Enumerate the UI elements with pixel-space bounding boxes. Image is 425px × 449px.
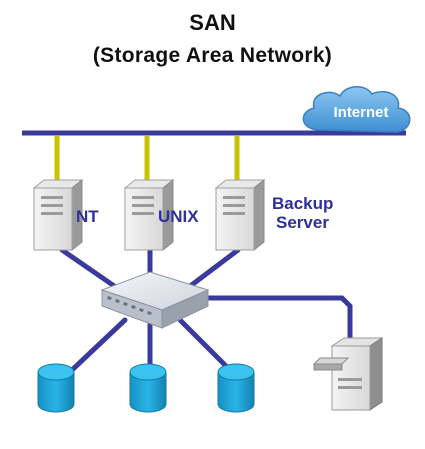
- link-switch-disk3: [177, 317, 233, 373]
- server-label-backup-line2: Server: [276, 213, 329, 232]
- fibre-channel-switch-icon: [100, 271, 210, 329]
- tower-server-icon-backup: [214, 178, 266, 252]
- disk-storage-icon-1: [37, 363, 75, 413]
- link-switch-tape: [197, 295, 353, 348]
- server-label-unix: UNIX: [158, 207, 199, 226]
- disk-storage-icon-2: [129, 363, 167, 413]
- link-backup-switch: [182, 247, 241, 293]
- san-links: [59, 247, 353, 373]
- cloud-icon: Internet: [302, 86, 411, 133]
- tower-server-icon-nt: [32, 178, 84, 252]
- diagram-title: SAN: [189, 10, 236, 35]
- tower-server-icon-unix: [123, 178, 175, 252]
- lan-drops: [54, 136, 240, 180]
- link-nt-switch: [59, 247, 123, 293]
- link-switch-disk1: [69, 317, 128, 373]
- cloud-label: Internet: [333, 104, 388, 121]
- tape-library-icon: [312, 337, 384, 411]
- server-label-backup-line1: Backup: [272, 194, 333, 213]
- server-label-nt: NT: [76, 207, 99, 226]
- diagram-subtitle: (Storage Area Network): [92, 44, 333, 67]
- disk-storage-icon-3: [217, 363, 255, 413]
